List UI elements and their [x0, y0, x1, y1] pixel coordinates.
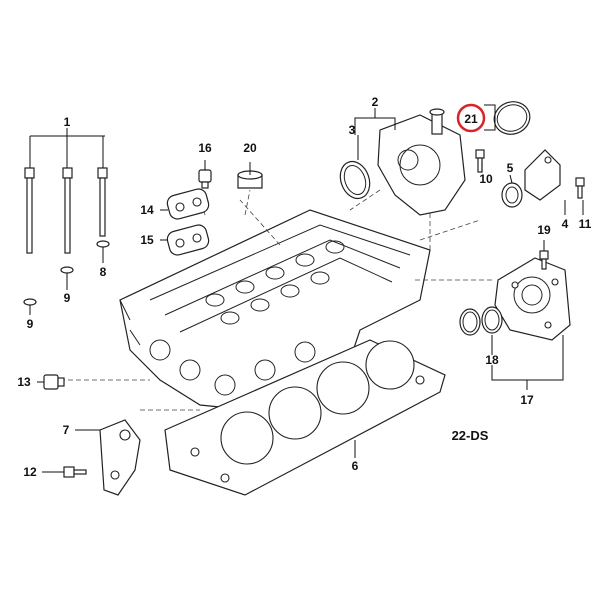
callout-4: 4 [562, 217, 569, 231]
callout-10: 10 [479, 172, 493, 186]
bracket-7 [99, 419, 141, 496]
vacuum-pump-o-ring [339, 160, 371, 200]
callout-16: 16 [198, 141, 212, 155]
callout-6: 6 [352, 459, 359, 473]
callout-17: 17 [520, 393, 534, 407]
housing-17 [494, 257, 571, 341]
callout-7: 7 [63, 423, 70, 437]
callout-2: 2 [372, 95, 379, 109]
callout-14: 14 [140, 203, 154, 217]
callout-19: 19 [537, 223, 551, 237]
camshaft [205, 240, 345, 325]
washers [23, 240, 110, 306]
highlight-circle [456, 103, 486, 133]
bolt-10 [475, 149, 485, 173]
cylinder-head-gasket [164, 339, 446, 496]
callout-20: 20 [243, 141, 257, 155]
seal-ring-5 [501, 182, 523, 208]
callout-13: 13 [17, 375, 31, 389]
o-ring-21 [493, 101, 531, 135]
screw-plug [198, 169, 212, 189]
bolt-11 [575, 177, 585, 199]
vacuum-pump [377, 108, 466, 216]
callout-labels: 1 2 3 4 5 6 7 8 9 9 10 11 12 13 14 15 16… [17, 95, 591, 479]
seal-rings-18 [459, 306, 503, 336]
callout-15: 15 [140, 233, 154, 247]
callout-11: 11 [579, 217, 592, 231]
callout-3: 3 [349, 123, 356, 137]
callout-9b: 9 [64, 291, 71, 305]
plug-13 [43, 374, 65, 390]
cylinder-head [119, 209, 431, 411]
callout-8: 8 [100, 265, 107, 279]
callout-9a: 9 [27, 317, 34, 331]
head-bolts [24, 167, 108, 254]
leader-lines [29, 104, 584, 473]
callout-18: 18 [485, 353, 499, 367]
flange-gaskets [166, 188, 210, 256]
bracket-4 [524, 149, 561, 201]
bolt-12 [63, 466, 87, 478]
callout-5: 5 [507, 161, 514, 175]
diagram-code: 22-DS [452, 428, 489, 443]
callout-21: 21 [464, 112, 478, 126]
callout-1: 1 [64, 115, 71, 129]
callout-12: 12 [23, 465, 37, 479]
